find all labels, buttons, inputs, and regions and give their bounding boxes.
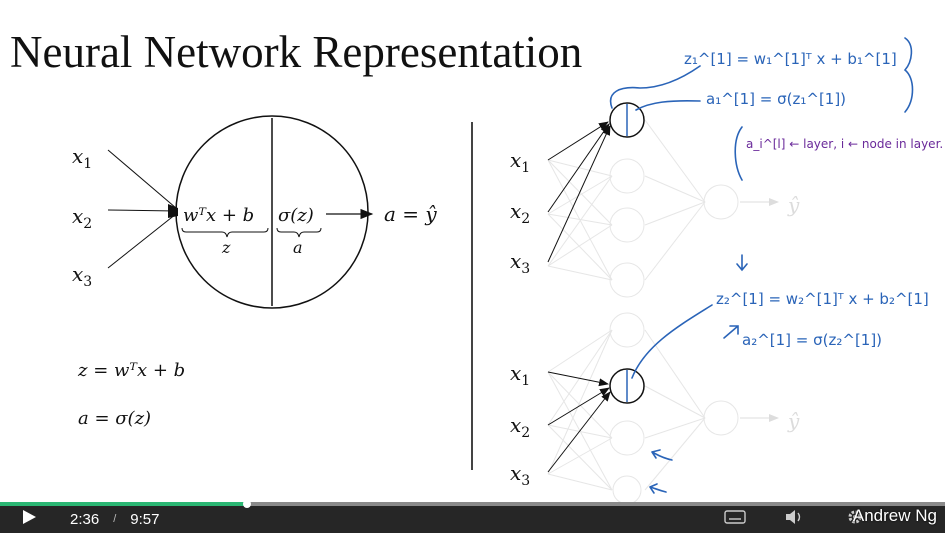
lecture-slide: Neural Network Representation x1 x2 x3 w…: [0, 0, 945, 505]
handwritten-annotations: [609, 37, 914, 494]
equation-a: a = σ(z): [78, 408, 151, 429]
network-top: ŷ x1 x2 x3: [510, 102, 800, 298]
input-x3-top: x3: [510, 249, 530, 277]
left-neuron-diagram: x1 x2 x3 wᵀx + b z σ(z) a a = ŷ: [72, 115, 437, 309]
input-x2: x2: [72, 204, 92, 232]
linear-part: wᵀx + b: [183, 205, 254, 226]
volume-icon: [784, 509, 804, 529]
annotation-a2: a₂^[1] = σ(z₂^[1]): [742, 331, 882, 349]
progress-fill: [0, 502, 247, 506]
slide-title: Neural Network Representation: [10, 27, 583, 77]
play-icon: [20, 508, 38, 530]
equation-z: z = wᵀx + b: [77, 360, 185, 381]
play-button[interactable]: [20, 505, 38, 533]
captions-button[interactable]: [724, 505, 746, 533]
annotation-layer-note: a_i^[l] ← layer, i ← node in layer.: [746, 137, 943, 151]
annotation-z2: z₂^[1] = w₂^[1]ᵀ x + b₂^[1]: [716, 290, 929, 308]
duration: 9:57: [130, 510, 160, 528]
progress-bar[interactable]: [0, 500, 945, 508]
input-x2-bottom: x2: [510, 413, 530, 441]
highlighted-node-bottom: [609, 368, 645, 404]
instructor-watermark: Andrew Ng: [852, 506, 937, 525]
output-equation: a = ŷ: [384, 202, 437, 226]
input-x2-top: x2: [510, 199, 530, 227]
activation-label-a: a: [293, 238, 303, 257]
activation-part: σ(z): [278, 205, 314, 226]
settings-button[interactable]: [846, 505, 864, 533]
time-separator: /: [113, 513, 117, 525]
volume-button[interactable]: [784, 505, 804, 533]
linear-label-z: z: [221, 238, 231, 257]
captions-icon: [724, 509, 746, 529]
annotation-a1: a₁^[1] = σ(z₁^[1]): [706, 90, 846, 108]
input-x1-top: x1: [510, 148, 530, 176]
yhat-faded-bottom: ŷ: [787, 409, 800, 433]
current-time: 2:36: [70, 510, 100, 528]
time-display: 2:36 / 9:57: [70, 505, 159, 533]
settings-icon: [846, 508, 864, 530]
highlighted-node-top: [609, 102, 645, 138]
input-x3-bottom: x3: [510, 461, 530, 489]
slide-drawing: x1 x2 x3 wᵀx + b z σ(z) a a = ŷ z = wᵀx …: [72, 37, 943, 505]
progress-handle[interactable]: [242, 500, 251, 508]
input-x1-bottom: x1: [510, 361, 530, 389]
yhat-faded-top: ŷ: [787, 193, 800, 217]
input-x3: x3: [72, 262, 92, 290]
network-bottom: ŷ x1 x2 x3: [510, 312, 800, 505]
annotation-z1: z₁^[1] = w₁^[1]ᵀ x + b₁^[1]: [684, 50, 897, 68]
video-controls: 2:36 / 9:57 Andrew Ng: [0, 500, 945, 533]
input-x1: x1: [72, 144, 92, 172]
